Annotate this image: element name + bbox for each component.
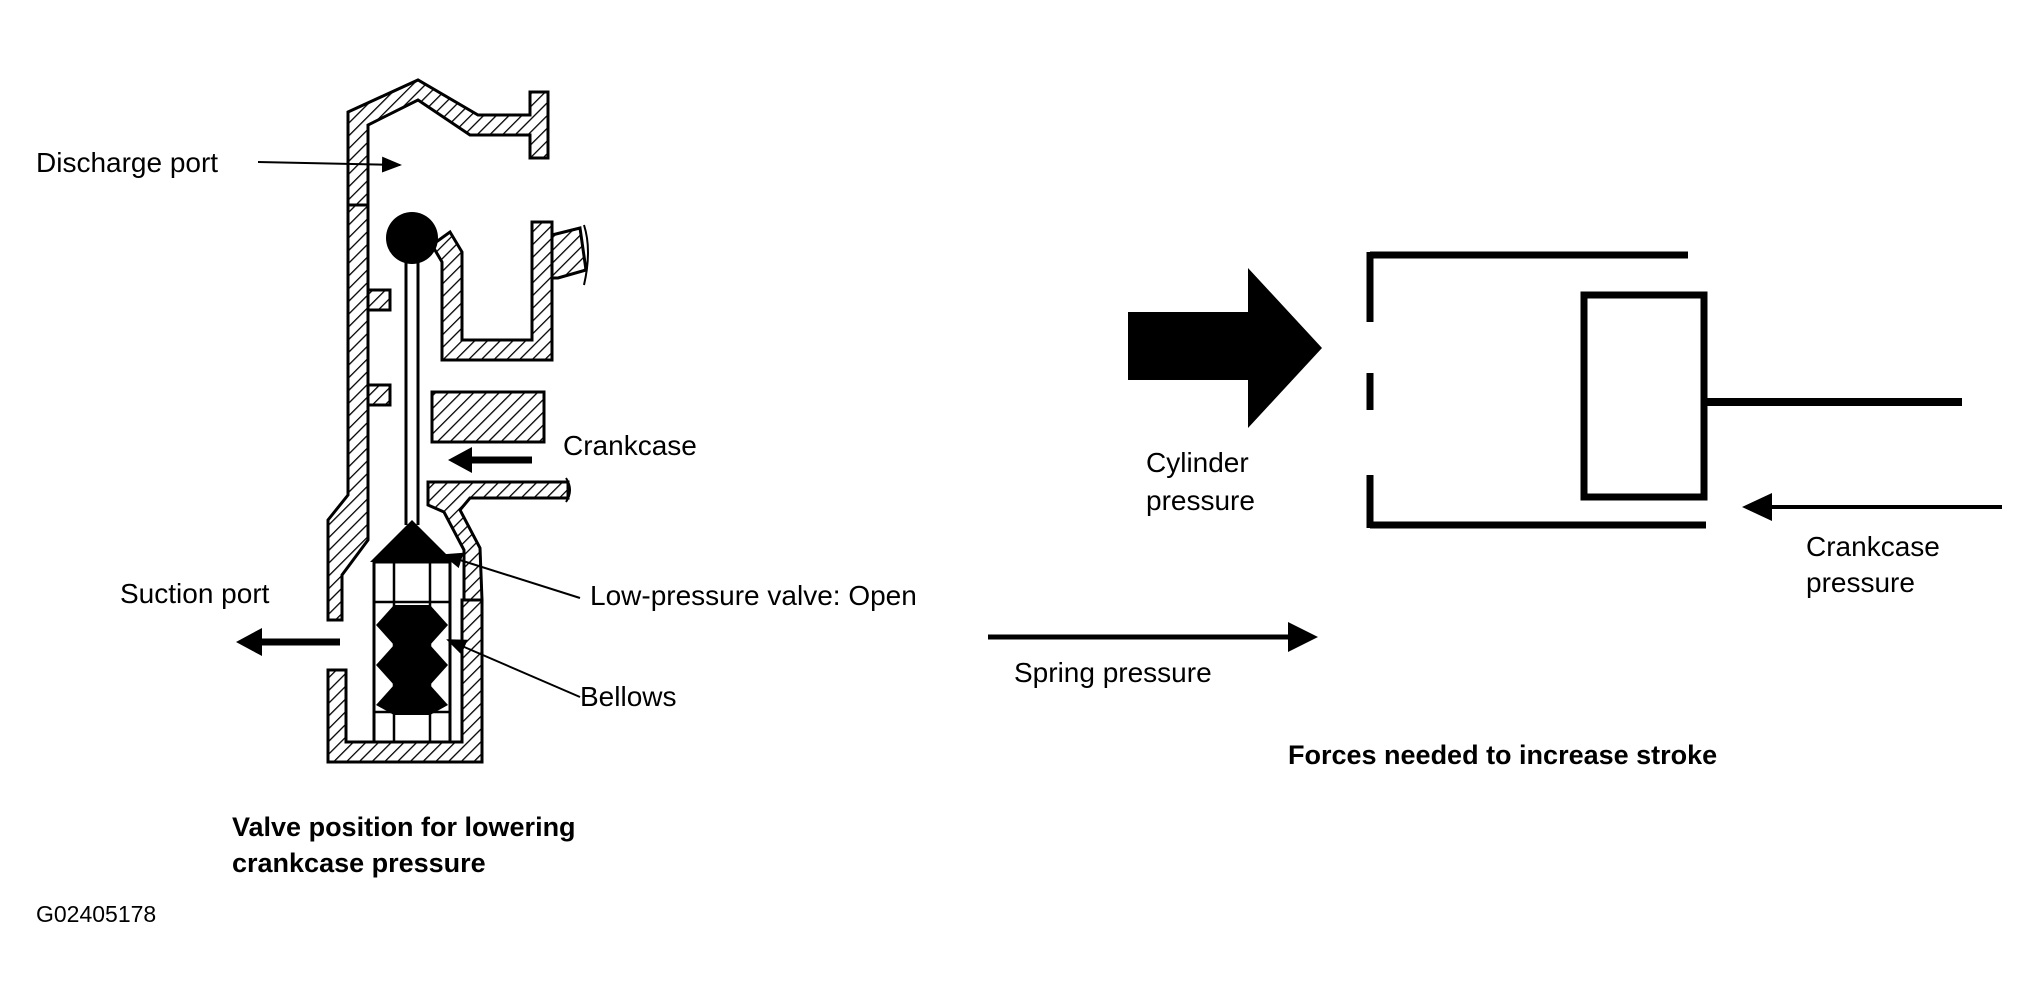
caption-valve-line1: Valve position for lowering xyxy=(232,812,576,842)
crankcase-pressure-arrowhead xyxy=(1742,493,1772,521)
spring-pressure-arrowhead xyxy=(1288,622,1318,652)
suction-flow-arrowhead xyxy=(236,628,262,656)
housing-lug-upper xyxy=(366,288,392,312)
label-discharge-port: Discharge port xyxy=(36,147,218,178)
housing-right-flange xyxy=(550,226,588,280)
cylinder-pressure-arrow xyxy=(1128,268,1322,428)
label-cylinder-pressure-1: Cylinder xyxy=(1146,447,1249,478)
crankcase-flow-arrowhead xyxy=(448,447,472,473)
cylinder xyxy=(1366,251,1706,529)
housing-left-wall xyxy=(326,203,370,622)
caption-valve-line2: crankcase pressure xyxy=(232,848,486,878)
label-crankcase-pressure-1: Crankcase xyxy=(1806,531,1940,562)
piston xyxy=(1580,291,1708,501)
leader-bellows xyxy=(446,639,581,698)
leader-discharge-port xyxy=(257,156,402,173)
bellows-body xyxy=(376,605,448,715)
caption-forces: Forces needed to increase stroke xyxy=(1288,740,1717,770)
label-cylinder-pressure-2: pressure xyxy=(1146,485,1255,516)
housing-right-lower xyxy=(426,480,570,602)
leader-low-pressure-valve xyxy=(442,552,581,599)
flange-wavy-upper xyxy=(583,224,589,286)
valve-housing xyxy=(326,78,588,764)
housing-top-cap xyxy=(346,78,550,207)
label-crankcase-pressure-2: pressure xyxy=(1806,567,1915,598)
housing-crankcase-block xyxy=(430,390,546,444)
figure-code: G02405178 xyxy=(36,901,156,927)
housing-lug-lower xyxy=(366,383,392,407)
label-suction-port: Suction port xyxy=(120,578,270,609)
housing-right-upper xyxy=(430,220,554,362)
label-spring-pressure: Spring pressure xyxy=(1014,657,1212,688)
low-pressure-valve-cone xyxy=(370,520,454,562)
flange-wavy-lower xyxy=(565,477,571,503)
discharge-ball xyxy=(386,212,438,264)
label-low-pressure-valve: Low-pressure valve: Open xyxy=(590,580,917,611)
label-crankcase: Crankcase xyxy=(563,430,697,461)
housing-bellows-cup xyxy=(326,598,484,764)
label-bellows: Bellows xyxy=(580,681,676,712)
